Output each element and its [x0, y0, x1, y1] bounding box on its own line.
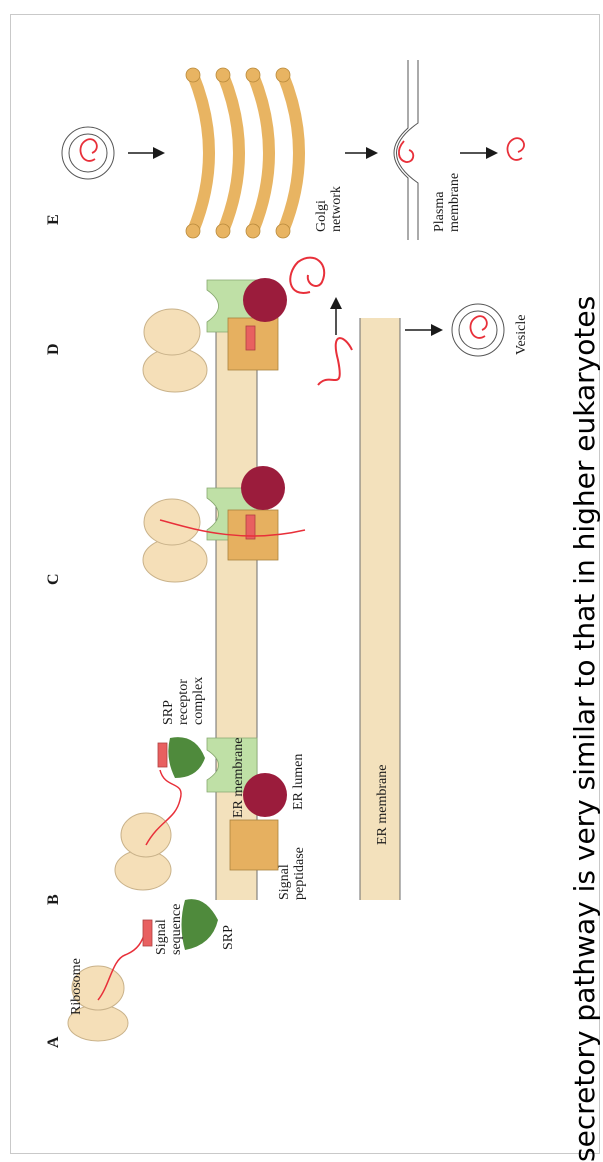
signal-sequence-label-2: sequence: [169, 904, 184, 955]
transport-vesicle-e: [62, 127, 114, 179]
er-membrane-label-bottom: ER membrane: [375, 765, 390, 845]
golgi-network: [193, 75, 299, 231]
panel-label-a: A: [45, 1036, 62, 1048]
er-membrane-label-top: ER membrane: [231, 738, 246, 818]
srp-b: [168, 737, 205, 778]
srp-receptor-label-1: SRP: [161, 700, 176, 725]
panel-label-e: E: [45, 214, 62, 225]
ribosome-d: [143, 309, 207, 392]
folded-protein-d: [290, 258, 324, 293]
unfolded-protein-d: [318, 338, 352, 385]
translocon-b: [230, 820, 278, 870]
signal-sequence-d: [246, 326, 255, 350]
signal-peptidase-b: [243, 773, 287, 817]
panel-label-b: B: [45, 894, 62, 905]
signal-sequence-a: [143, 920, 152, 946]
srp-a: [182, 899, 219, 950]
signal-peptidase-d: [243, 278, 287, 322]
signal-peptidase-c: [241, 466, 285, 510]
srp-receptor-label-2: receptor: [176, 679, 191, 725]
signal-peptidase-label-1: Signal: [277, 864, 292, 900]
secreted-protein: [507, 138, 524, 160]
panel-label-d: D: [45, 343, 62, 355]
vesicle-d: [452, 304, 504, 356]
er-lumen-label: ER lumen: [291, 754, 306, 810]
plasma-membrane-label-1: Plasma: [432, 191, 447, 232]
signal-sequence-label-1: Signal: [154, 919, 169, 955]
ribosome-c: [143, 499, 207, 582]
srp-receptor-label-3: complex: [191, 677, 206, 725]
panel-label-c: C: [45, 573, 62, 585]
caption-text: secretory pathway is very similar to tha…: [568, 296, 601, 1162]
srp-label: SRP: [221, 925, 236, 950]
golgi-label-1: Golgi: [314, 200, 329, 232]
ribosome-label: Ribosome: [69, 958, 84, 1015]
golgi-label-2: network: [329, 186, 344, 232]
plasma-membrane-label-2: membrane: [447, 173, 462, 232]
signal-peptidase-label-2: peptidase: [292, 847, 307, 900]
signal-sequence-b: [158, 743, 167, 767]
plasma-membrane: [394, 60, 418, 240]
vesicle-label: Vesicle: [514, 315, 529, 355]
